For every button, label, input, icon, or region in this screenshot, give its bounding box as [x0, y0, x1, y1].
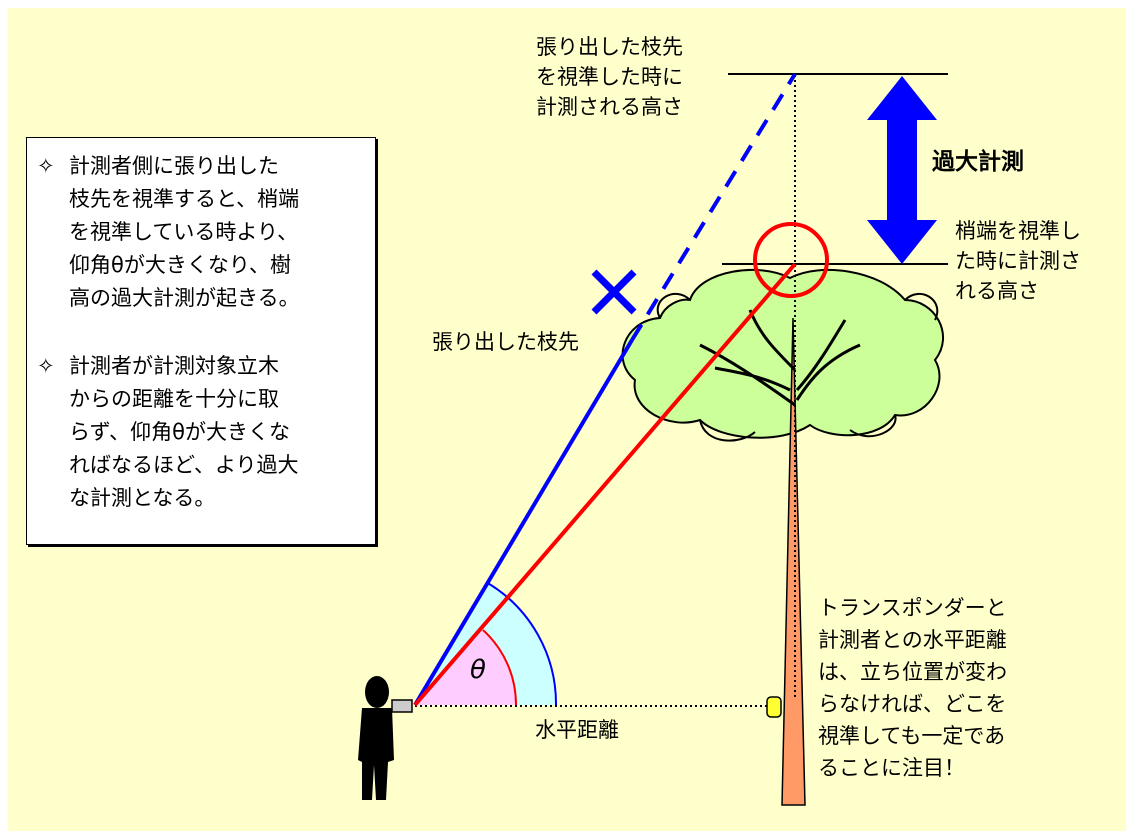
- tree-crown: [621, 268, 945, 439]
- angle-arc-red: [482, 629, 518, 706]
- overestimate-label: 過大計測: [932, 149, 1024, 175]
- tree-branches: [699, 309, 861, 407]
- treetop-circle: [753, 222, 829, 298]
- branch-tip-label: 張り出した枝先: [432, 330, 579, 354]
- transponder: [766, 696, 782, 718]
- measuring-device: [391, 699, 413, 713]
- note-text-1: 計測者側に張り出した 枝先を視準すると、梢端 を視準している時より、 仰角θが大…: [69, 154, 300, 310]
- note-item-1: ✧ 計測者側に張り出した 枝先を視準すると、梢端 を視準している時より、 仰角θ…: [37, 150, 367, 315]
- sparkle-icon: ✧: [37, 154, 55, 178]
- treetop-height-label: 梢端を視準し た時に計測さ れる高さ: [955, 219, 1081, 303]
- measurer-silhouette: [358, 676, 394, 800]
- branch-sight-line-dashed: [630, 72, 797, 342]
- explanation-box: ✧ 計測者側に張り出した 枝先を視準すると、梢端 を視準している時より、 仰角θ…: [26, 137, 376, 545]
- branch-tip-x-mark: [591, 269, 637, 315]
- tree-trunk: [781, 317, 806, 806]
- treetop-sight-line: [413, 262, 797, 707]
- note-item-2: ✧ 計測者が計測対象立木 からの距離を十分に取 らず、仰角θが大きくな ればなる…: [37, 350, 367, 515]
- tree-crown-bumps: [656, 293, 939, 442]
- angle-sector-red: [415, 630, 517, 705]
- branch-sight-line-solid: [413, 338, 634, 707]
- sparkle-icon: ✧: [37, 354, 55, 378]
- overestimate-arrow: [867, 76, 937, 264]
- horizontal-distance-label: 水平距離: [535, 718, 619, 742]
- angle-arc-blue: [485, 581, 558, 706]
- note-text-2: 計測者が計測対象立木 からの距離を十分に取 らず、仰角θが大きくな ればなるほど…: [69, 354, 299, 510]
- transponder-note: トランスポンダーと 計測者との水平距離 は、立ち位置が変わ らなければ、どこを …: [818, 596, 1007, 780]
- theta-label: θ: [470, 655, 486, 685]
- branch-tip-height-label: 張り出した枝先 を視準した時に 計測される高さ: [536, 35, 683, 119]
